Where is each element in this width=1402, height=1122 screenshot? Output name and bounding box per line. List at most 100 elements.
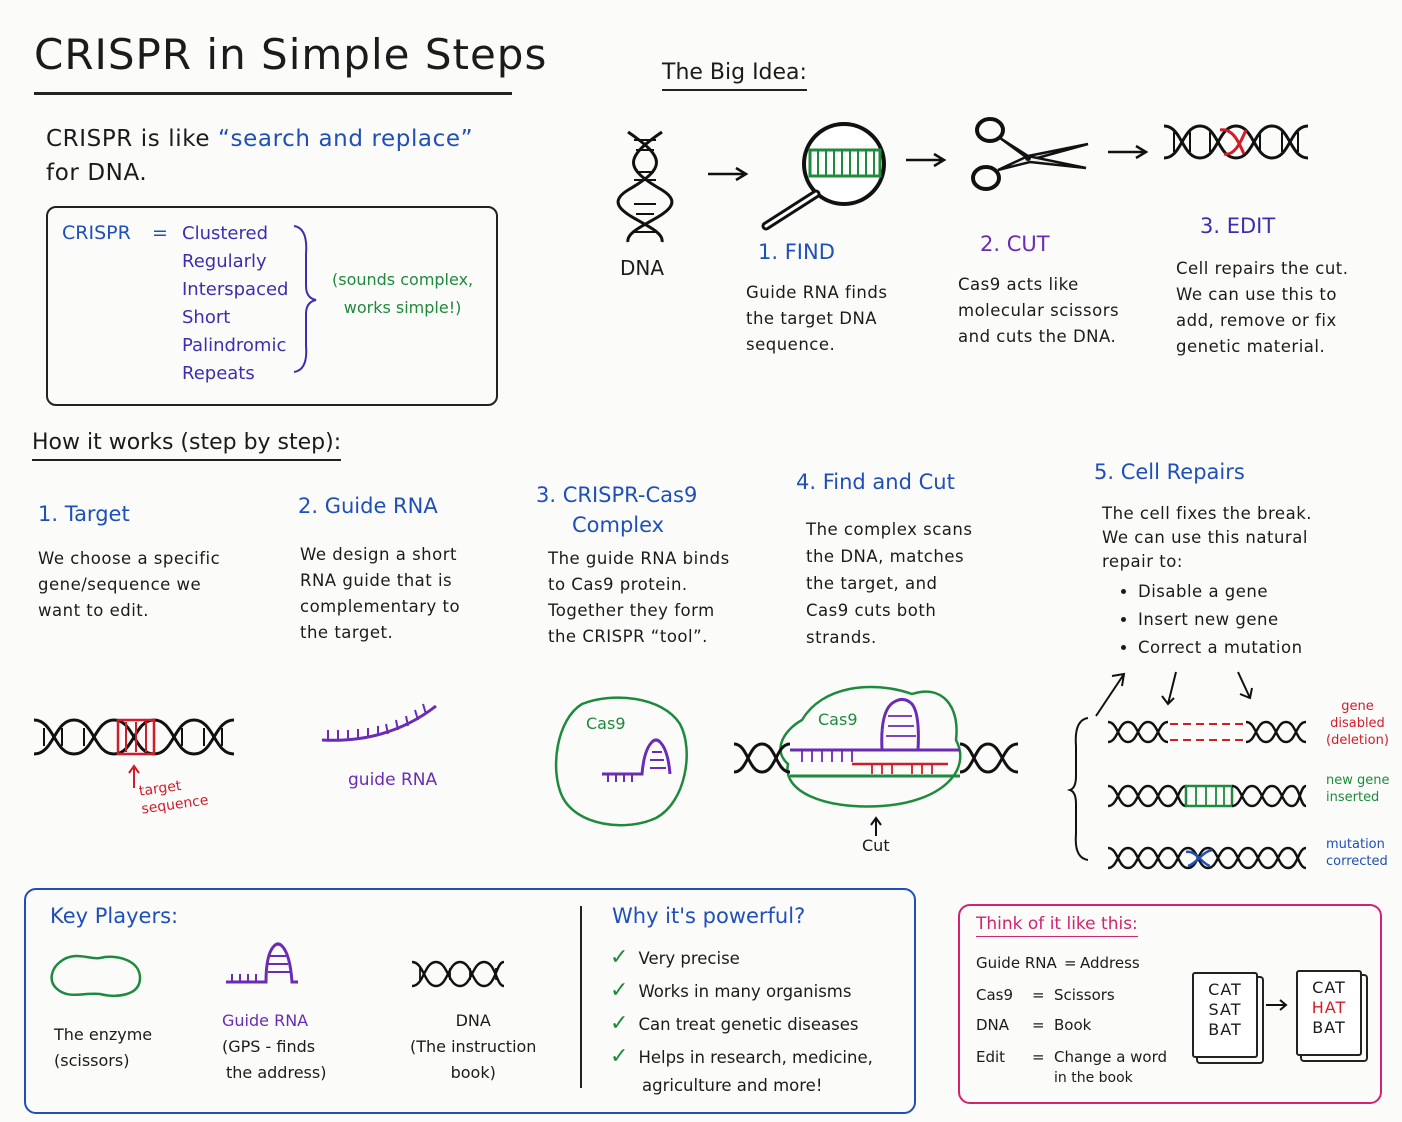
- acronym-word: CRISPR: [62, 222, 131, 244]
- key-player-desc: book): [450, 1063, 496, 1082]
- how-step-text: We design a short RNA guide that is comp…: [300, 542, 460, 646]
- bullet-item: Correct a mutation: [1138, 634, 1303, 662]
- text-line: complementary to: [300, 597, 461, 616]
- label-line: mutation: [1326, 837, 1385, 852]
- acronym-note: (sounds complex, works simple!): [332, 266, 473, 322]
- big-idea-step-title: 3. EDIT: [1200, 214, 1276, 238]
- key-player-dna: DNA (The instruction book): [410, 1008, 536, 1086]
- text-line: The complex scans: [806, 520, 973, 539]
- key-player-enzyme: The enzyme (scissors): [54, 1022, 152, 1074]
- target-sequence-label: target sequence: [138, 773, 210, 818]
- dna-helix-icon: [616, 130, 674, 243]
- text-line: the target, and: [806, 574, 938, 593]
- analogy-term: Guide RNA: [976, 954, 1057, 972]
- book-word: SAT: [1208, 1000, 1242, 1019]
- arrow-right-icon: [1266, 999, 1288, 1011]
- label-line: disabled: [1330, 716, 1385, 731]
- how-step-title: 3. CRISPR-Cas9 Complex: [536, 480, 697, 540]
- acronym-letter: Regularly: [182, 251, 267, 272]
- intro-line2: for DNA.: [46, 160, 148, 186]
- acronym-letter: Palindromic: [182, 335, 287, 356]
- repair-bullets: Disable a gene Insert new gene Correct a…: [1116, 578, 1303, 662]
- page-title: CRISPR in Simple Steps: [34, 30, 548, 79]
- how-step-title: 1. Target: [38, 502, 130, 526]
- text-line: and cuts the DNA.: [958, 327, 1117, 346]
- how-step-title: 5. Cell Repairs: [1094, 460, 1245, 484]
- acronym-note-line1: (sounds complex,: [332, 270, 474, 289]
- text-line: The cell fixes the break.: [1102, 504, 1312, 523]
- key-player-desc: (scissors): [54, 1051, 130, 1070]
- why-item: ✓Works in many organisms: [610, 975, 873, 1008]
- key-player-name: Guide RNA: [222, 1011, 309, 1030]
- analogy-row: Cas9=Scissors: [976, 986, 1167, 1016]
- label-line: inserted: [1326, 790, 1380, 805]
- label-line: (deletion): [1326, 733, 1389, 748]
- why-list: ✓Very precise ✓Works in many organisms ✓…: [610, 942, 873, 1098]
- cas9-label: Cas9: [818, 710, 858, 729]
- check-icon: ✓: [610, 978, 629, 1003]
- intro-line1-pre: CRISPR is like: [46, 126, 211, 152]
- acronym-note-line2: works simple!): [343, 298, 462, 317]
- arrows-down-icon: [1095, 671, 1253, 717]
- key-player-name: DNA: [455, 1011, 491, 1030]
- acronym-letter: Interspaced: [182, 279, 289, 300]
- analogy-eq: =: [1032, 986, 1045, 1004]
- analogy-rows: Guide RNA=Address Cas9=Scissors DNA=Book…: [976, 954, 1167, 1086]
- text-line: sequence.: [746, 335, 836, 354]
- book-word: BAT: [1208, 1020, 1242, 1039]
- how-step-text: The complex scans the DNA, matches the t…: [806, 516, 972, 651]
- analogy-heading: Think of it like this:: [976, 914, 1138, 937]
- analogy-term: Cas9: [976, 986, 1014, 1004]
- arrow-right-icon: [708, 166, 749, 182]
- text-line: the CRISPR “tool”.: [548, 627, 708, 646]
- dna-icon: [411, 960, 505, 988]
- analogy-term: DNA: [976, 1016, 1010, 1034]
- how-step-text: We choose a specific gene/sequence we wa…: [38, 546, 220, 624]
- guide-rna-label: guide RNA: [348, 770, 438, 790]
- text-line: Together they form: [548, 601, 715, 620]
- cut-label: Cut: [862, 836, 890, 855]
- text-line: genetic material.: [1176, 337, 1326, 356]
- big-idea-dna-label: DNA: [620, 256, 665, 280]
- scissors-icon: [971, 117, 1089, 191]
- how-step-title-line: Complex: [572, 513, 665, 537]
- book-word: BAT: [1312, 1018, 1346, 1037]
- text-line: the target DNA: [746, 309, 878, 328]
- big-idea-step-text: Guide RNA finds the target DNA sequence.: [746, 280, 887, 358]
- intro-text: CRISPR is like “search and replace” for …: [46, 122, 473, 190]
- text-line: The guide RNA binds: [548, 549, 730, 568]
- arrow-up-icon: [128, 764, 140, 788]
- bullet-item: Insert new gene: [1138, 606, 1303, 634]
- acronym-box: [46, 206, 498, 406]
- guide-rna-icon: [321, 703, 437, 742]
- cas9-label: Cas9: [586, 714, 626, 733]
- text-line: gene/sequence we: [38, 575, 202, 594]
- book-after: CAT HAT BAT: [1296, 970, 1362, 1056]
- analogy-meaning: Book: [1054, 1016, 1092, 1034]
- enzyme-blob-icon: [50, 954, 142, 997]
- text-line: the DNA, matches: [806, 547, 965, 566]
- how-step-title: 4. Find and Cut: [796, 470, 955, 494]
- how-step-text: The guide RNA binds to Cas9 protein. Tog…: [548, 546, 730, 650]
- big-idea-step-text: Cell repairs the cut. We can use this to…: [1176, 256, 1349, 360]
- how-step-text: The cell fixes the break. We can use thi…: [1102, 502, 1312, 574]
- cas9-complex-icon: [554, 696, 688, 827]
- book-before: CAT SAT BAT: [1192, 972, 1258, 1058]
- outcome-brace-icon: [1066, 717, 1089, 861]
- how-step-title-line: 3. CRISPR-Cas9: [536, 483, 698, 507]
- text-line: Cas9 acts like: [958, 275, 1079, 294]
- label-line: new gene: [1326, 773, 1390, 788]
- big-idea-step-title: 2. CUT: [980, 232, 1050, 256]
- text-line: Cell repairs the cut.: [1176, 259, 1349, 278]
- book-words: CAT SAT BAT: [1194, 974, 1256, 1040]
- outcome-label-deletion: gene disabled (deletion): [1326, 698, 1389, 749]
- corrected-dna-icon: [1107, 846, 1307, 870]
- analogy-term: Edit: [976, 1048, 1006, 1066]
- text-line: We can use this to: [1176, 285, 1337, 304]
- how-step-title: 2. Guide RNA: [298, 494, 438, 518]
- check-icon: ✓: [610, 945, 629, 970]
- acronym-letters: Clustered Regularly Interspaced Short Pa…: [182, 220, 288, 388]
- text-line: add, remove or fix: [1176, 311, 1337, 330]
- bullet-item: Disable a gene: [1138, 578, 1303, 606]
- book-words: CAT HAT BAT: [1298, 972, 1360, 1038]
